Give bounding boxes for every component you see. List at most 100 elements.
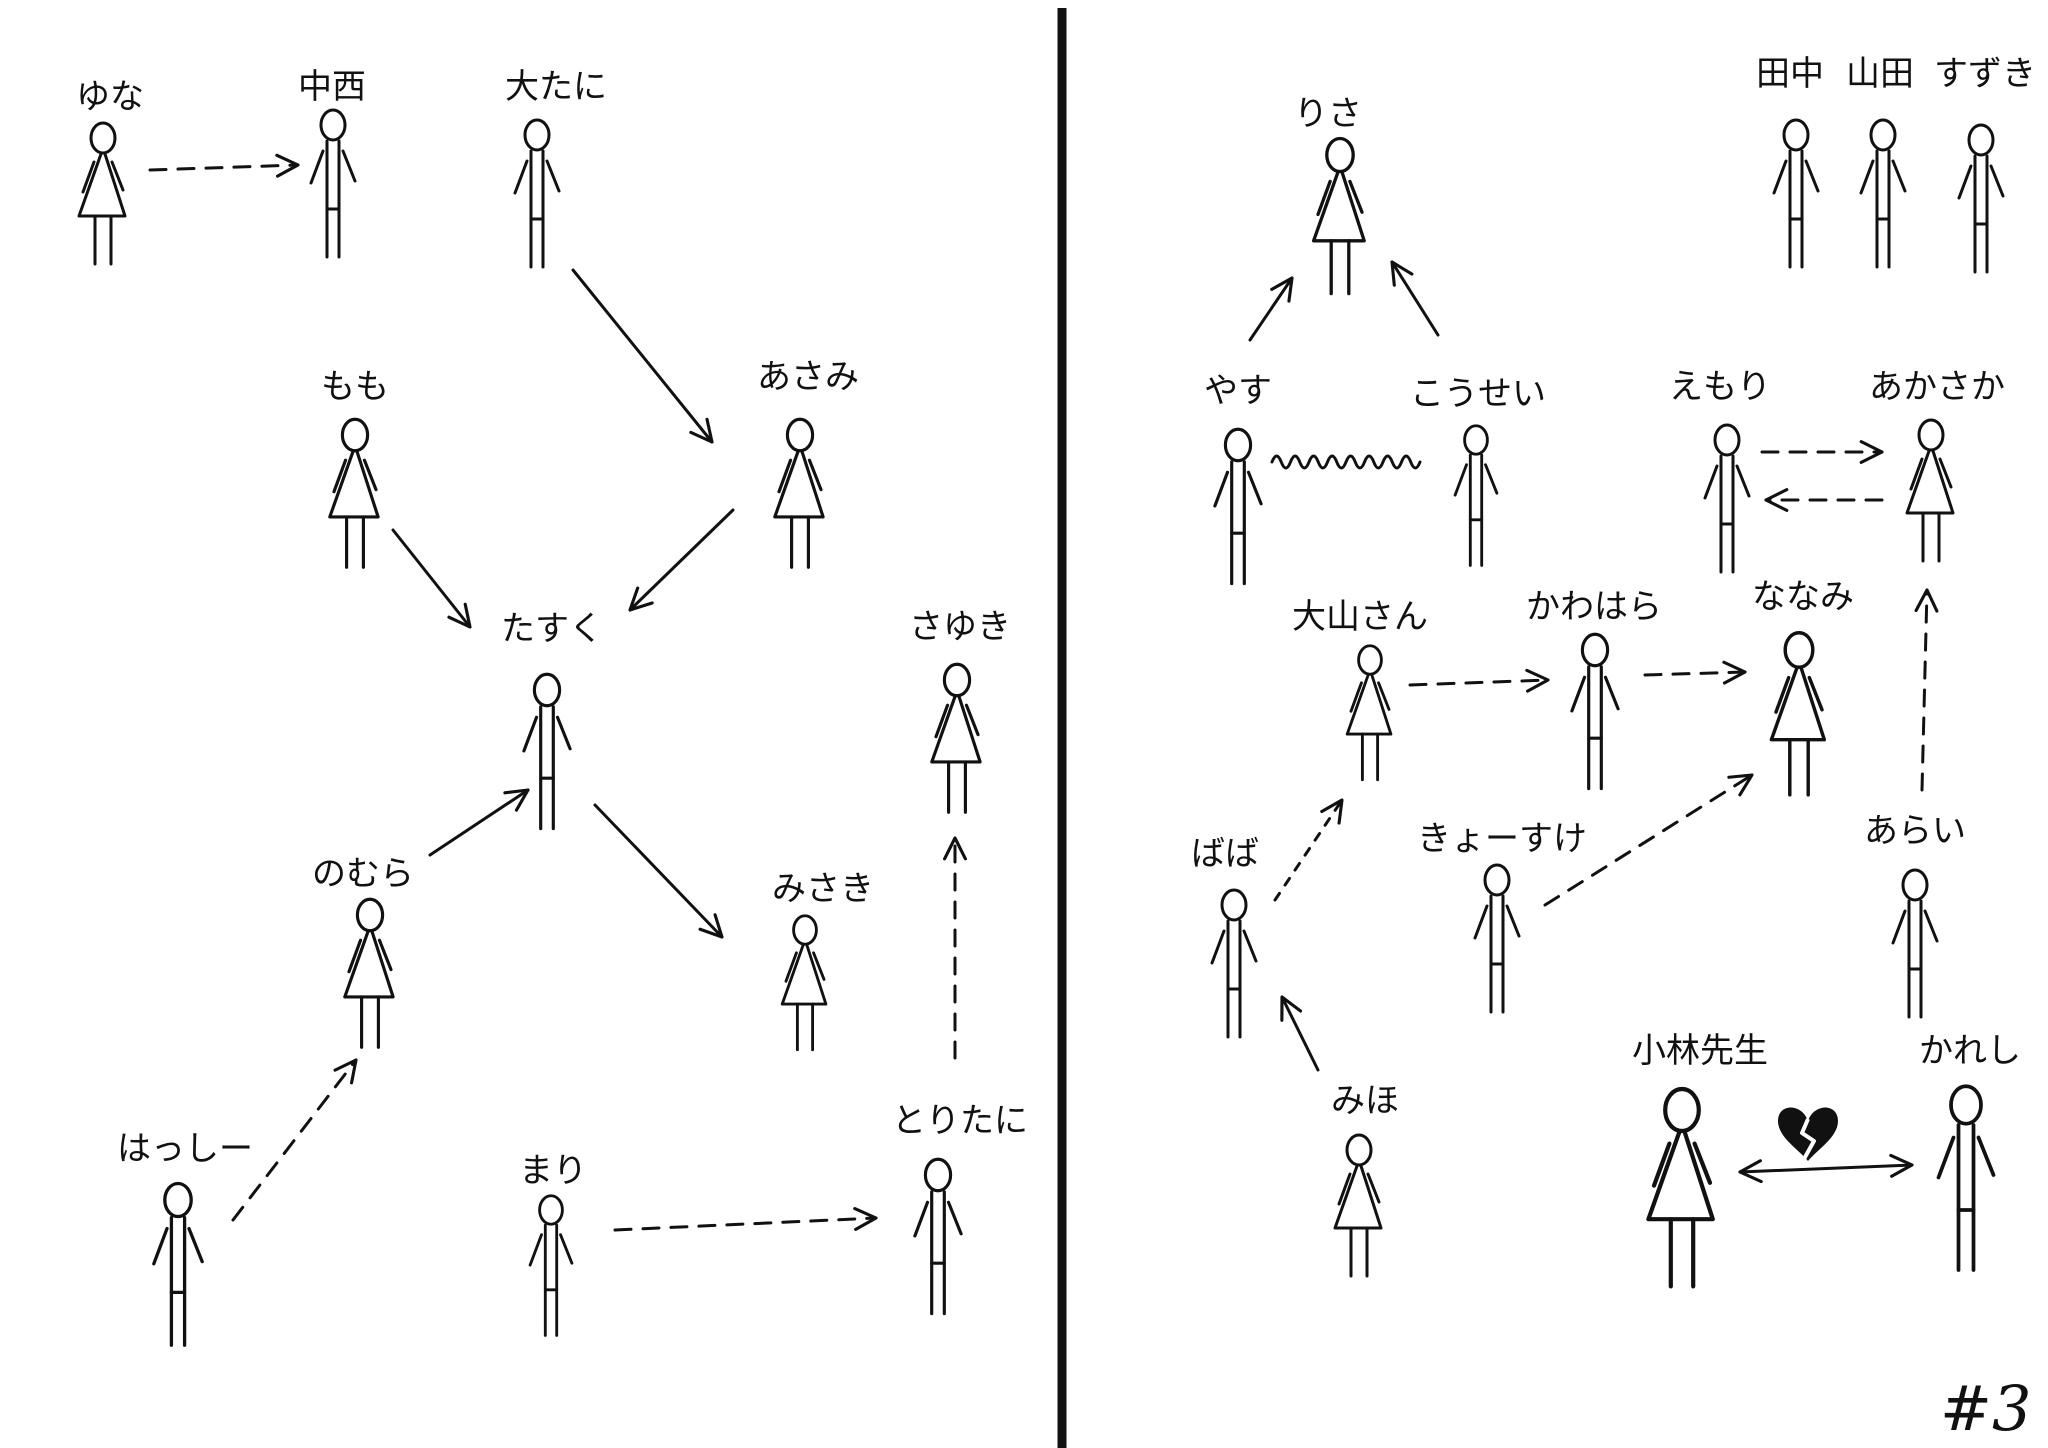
person-label: ゆな xyxy=(76,77,144,117)
person-figure xyxy=(1646,1086,1715,1289)
person-figure xyxy=(1210,888,1258,1039)
person-label: さゆき xyxy=(909,607,1011,647)
person-nanami: ななみ xyxy=(1752,577,1854,797)
person-label: もも xyxy=(321,367,389,407)
person-asami: あさみ xyxy=(757,357,859,569)
person-figure xyxy=(1453,424,1499,567)
person-figure xyxy=(1772,118,1820,269)
person-label: あさみ xyxy=(757,357,859,397)
person-label: りさ xyxy=(1294,94,1362,134)
person-figure xyxy=(77,121,127,266)
person-yuna: ゆな xyxy=(76,77,144,266)
edge-kyosuke-to-nanami xyxy=(1543,773,1754,907)
person-label: こうせい xyxy=(1410,374,1546,414)
person-figure xyxy=(152,1181,204,1347)
person-figure xyxy=(513,118,561,269)
edge-mari-to-toritani xyxy=(613,1207,878,1232)
person-figure xyxy=(1311,136,1366,296)
edge-tasuku-to-misaki xyxy=(593,803,724,939)
person-kareshi: かれし xyxy=(1919,1031,2021,1272)
person-figure xyxy=(328,417,380,569)
person-risa: りさ xyxy=(1294,94,1366,296)
person-figure xyxy=(1473,863,1521,1014)
person-yamada: 山田 xyxy=(1846,54,1914,269)
person-otani: 大たに xyxy=(505,67,607,269)
person-hasshi: はっしー xyxy=(117,1129,253,1347)
edge-arai-to-akasaka xyxy=(1914,588,1939,792)
person-figure xyxy=(1891,868,1939,1019)
person-baba: ばば xyxy=(1191,834,1259,1039)
edge-hasshi-to-nomura xyxy=(231,1058,358,1222)
person-figure xyxy=(930,662,982,814)
person-kawahara: かわはら xyxy=(1526,587,1662,791)
edge-kobayashi-to-kareshi xyxy=(1738,1153,1914,1184)
person-figure xyxy=(1333,1133,1383,1278)
edge-yasu-to-risa xyxy=(1248,276,1294,342)
person-label: やす xyxy=(1204,371,1272,411)
person-kobayashi: 小林先生 xyxy=(1632,1031,1768,1289)
person-label: かわはら xyxy=(1526,587,1662,627)
person-label: 大山さん xyxy=(1292,597,1428,637)
edge-otani-to-asami xyxy=(571,268,714,444)
person-figure xyxy=(1769,631,1827,797)
person-figure xyxy=(309,108,357,259)
person-arai: あらい xyxy=(1864,811,1966,1019)
person-kyosuke: きょーすけ xyxy=(1417,819,1587,1014)
page-number: #3 xyxy=(1940,1372,2031,1445)
person-figure xyxy=(1345,644,1393,782)
person-yasu: やす xyxy=(1204,371,1272,586)
person-label: はっしー xyxy=(117,1129,253,1169)
person-figure xyxy=(780,914,828,1052)
person-suzuki: すずき xyxy=(1934,54,2036,274)
person-label: のむら xyxy=(312,854,414,894)
person-misaki: みさき xyxy=(772,869,874,1052)
person-figure xyxy=(1570,632,1620,791)
person-figure xyxy=(1957,123,2005,274)
person-figure xyxy=(913,1157,963,1316)
person-label: 小林先生 xyxy=(1632,1031,1768,1071)
person-label: ばば xyxy=(1191,834,1259,874)
person-label: たすく xyxy=(501,609,603,649)
person-label: まり xyxy=(519,1151,587,1191)
edges-layer xyxy=(148,153,1939,1232)
person-figure xyxy=(528,1194,574,1337)
broken-heart-icon xyxy=(1778,1107,1838,1161)
edge-nomura-to-tasuku xyxy=(428,788,530,857)
edge-kousei-to-risa xyxy=(1390,260,1440,337)
person-momo: もも xyxy=(321,367,389,569)
person-miho: みほ xyxy=(1331,1081,1399,1278)
edge-oyama-to-kawahara xyxy=(1408,668,1550,693)
person-mari: まり xyxy=(519,1151,587,1337)
person-label: かれし xyxy=(1919,1031,2021,1071)
edge-momo-to-tasuku xyxy=(391,528,472,629)
person-label: ななみ xyxy=(1752,577,1854,617)
person-label: 山田 xyxy=(1846,54,1914,94)
person-akasaka: あかさか xyxy=(1869,367,2005,563)
person-label: みさき xyxy=(772,869,874,909)
person-oyama: 大山さん xyxy=(1292,597,1428,782)
person-label: 大たに xyxy=(505,67,607,107)
person-toritani: とりたに xyxy=(892,1101,1028,1316)
person-emori: えもり xyxy=(1669,367,1771,574)
person-figure xyxy=(1905,418,1955,563)
person-label: すずき xyxy=(1934,54,2036,94)
person-kousei: こうせい xyxy=(1410,374,1546,567)
edge-baba-to-oyama xyxy=(1273,798,1344,902)
edge-yasu-to-kousei xyxy=(1270,454,1422,470)
person-sayuki: さゆき xyxy=(909,607,1011,814)
person-label: きょーすけ xyxy=(1417,819,1587,859)
people-layer: ゆな中西大たにももあさみたすくさゆきのむらみさきはっしーまりとりたにりさ田中山田… xyxy=(76,54,2036,1347)
person-tasuku: たすく xyxy=(501,609,603,831)
edge-yuna-to-nakanishi xyxy=(148,153,300,178)
person-tanaka: 田中 xyxy=(1756,54,1824,269)
person-figure xyxy=(522,672,572,831)
person-figure xyxy=(1213,427,1263,586)
person-nomura: のむら xyxy=(312,854,414,1049)
edge-miho-to-baba xyxy=(1280,995,1320,1072)
person-label: とりたに xyxy=(892,1101,1028,1141)
person-figure xyxy=(773,417,825,569)
person-label: えもり xyxy=(1669,367,1771,407)
person-figure xyxy=(343,897,395,1049)
person-label: あかさか xyxy=(1869,367,2005,407)
